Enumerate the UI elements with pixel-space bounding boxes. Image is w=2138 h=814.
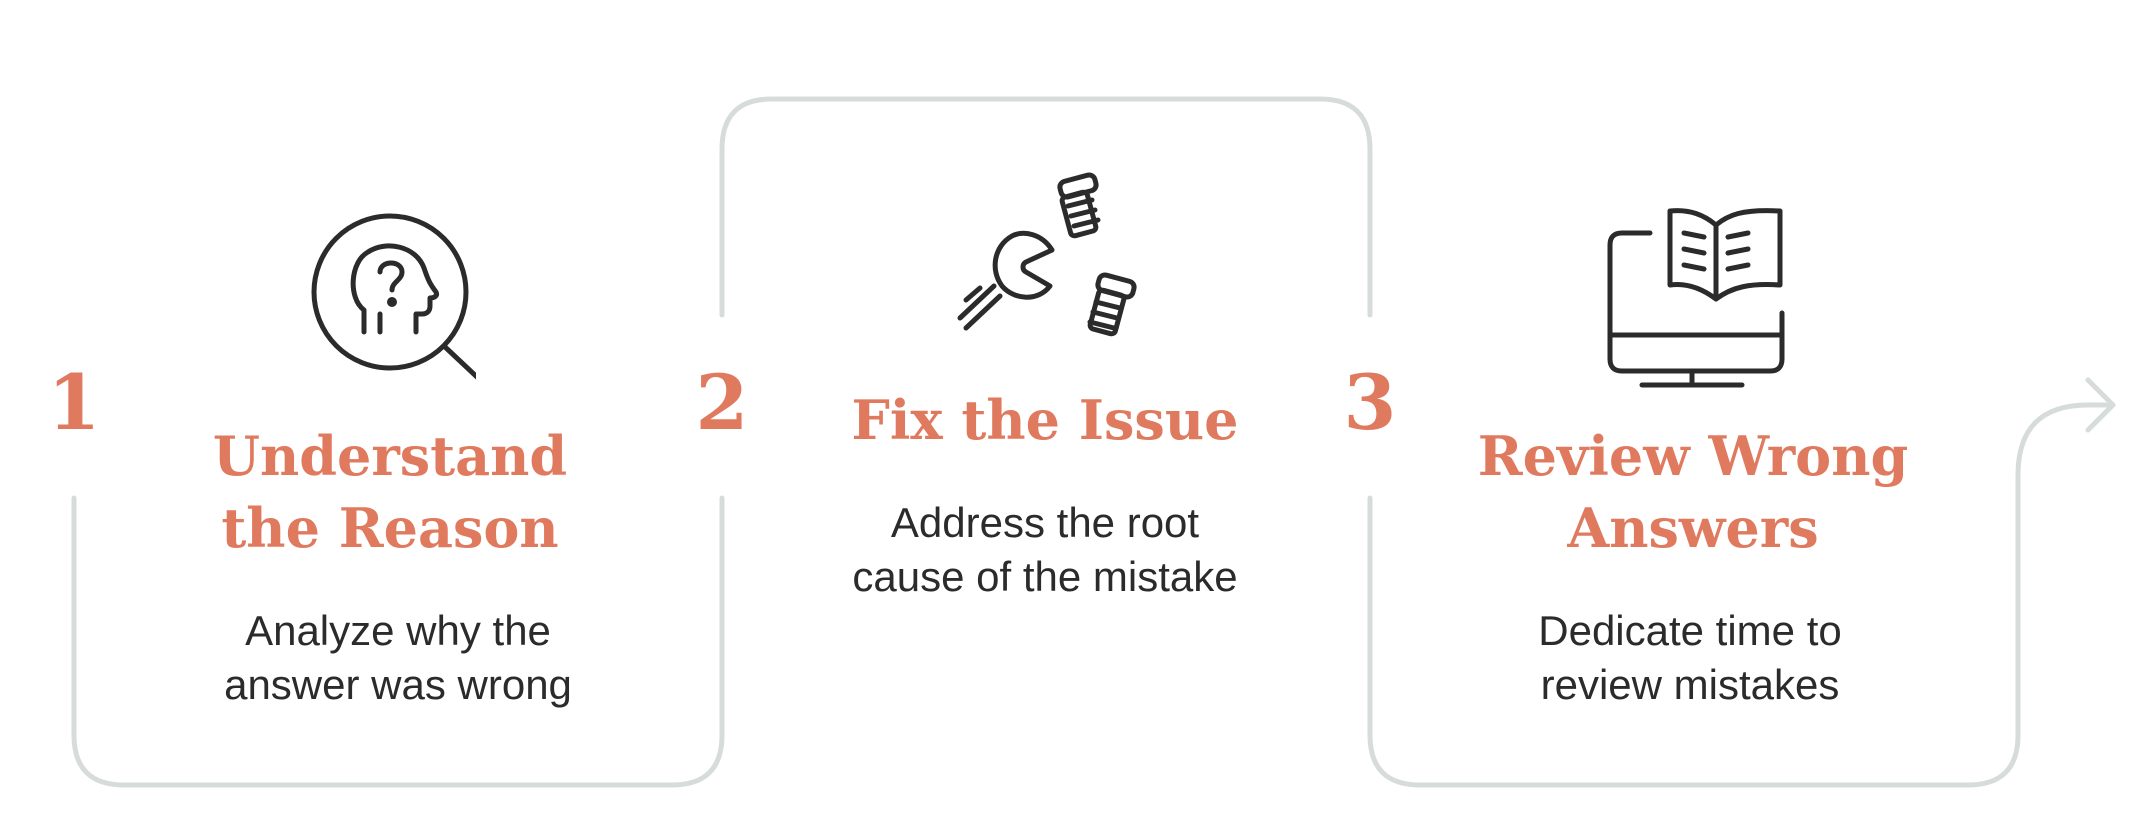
step-3-description: Dedicate time to review mistakes — [1370, 604, 2010, 712]
step-1-description: Analyze why the answer was wrong — [78, 604, 718, 712]
step-2-description-line-1: Address the root — [890, 499, 1200, 546]
step-2-title: Fix the Issue — [725, 384, 1365, 456]
step-1-title-line-1: Understand — [212, 424, 568, 488]
step-1-title: Understand the Reason — [70, 420, 710, 564]
step-3-number: 3 — [1343, 358, 1397, 447]
step-3-title-line-2: Answers — [1567, 496, 1819, 560]
step-1-description-line-2: answer was wrong — [224, 661, 572, 708]
step-2-description-line-2: cause of the mistake — [852, 553, 1238, 600]
step-1-description-line-1: Analyze why the — [245, 607, 551, 654]
step-2-number: 2 — [695, 358, 749, 447]
book-monitor-icon — [1607, 208, 1785, 388]
step-3-description-line-2: review mistakes — [1540, 661, 1840, 708]
step-3-description-line-1: Dedicate time to — [1538, 607, 1842, 654]
step-2-description: Address the root cause of the mistake — [725, 496, 1365, 604]
step-2-title-line-1: Fix the Issue — [851, 388, 1239, 452]
wrench-bolts-icon — [957, 172, 1137, 337]
step-1-number: 1 — [47, 358, 101, 447]
step-3-title: Review Wrong Answers — [1373, 420, 2013, 564]
step-1-title-line-2: the Reason — [221, 496, 559, 560]
step-3-title-line-1: Review Wrong — [1477, 424, 1909, 488]
head-magnifier-icon — [311, 213, 476, 380]
